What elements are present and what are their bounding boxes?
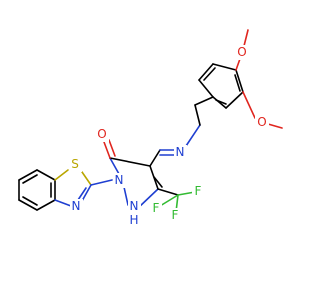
bond	[36, 169, 56, 181]
double-bond-inner	[22, 174, 38, 184]
bond	[198, 79, 214, 98]
bond-n2-c3	[137, 188, 159, 209]
bond-c-o-inner	[108, 139, 116, 157]
label-background	[128, 200, 141, 214]
bond-n-ch2	[185, 124, 201, 147]
imine-nitrogen-atom: N	[176, 145, 185, 159]
label-background	[69, 157, 82, 172]
bond-c-f	[159, 194, 179, 207]
label-background	[113, 173, 126, 188]
methoxy-oxygen-top-atom: O	[237, 45, 246, 59]
atom-labels: S N N N H O N O O F F F	[69, 45, 269, 228]
sulfur-atom: S	[71, 157, 79, 171]
bond-o-ch3	[267, 123, 283, 129]
double-bond-inner	[215, 99, 227, 105]
double-bond-inner	[203, 67, 216, 81]
fluorine-atom: F	[195, 184, 202, 198]
bond	[225, 91, 244, 109]
label-background	[70, 199, 83, 214]
methoxy-oxygen-right-atom: O	[257, 115, 266, 129]
thiazole-ring	[54, 169, 92, 207]
bond	[212, 63, 237, 71]
label-background	[192, 184, 204, 199]
benzene-ring-benzothiazole	[18, 169, 56, 211]
label-background	[169, 208, 181, 223]
carbonyl	[103, 139, 116, 159]
bond-o-ch3	[243, 29, 249, 47]
bond-c-n-double-inner	[77, 187, 87, 201]
bond-ch2-aryl	[194, 96, 214, 106]
bond-ch2-ch2	[194, 104, 201, 126]
bond-n1-n2	[123, 186, 129, 206]
pyrazole-n1-atom: N	[115, 173, 124, 187]
bond-s-c	[81, 171, 92, 186]
bond	[36, 199, 56, 211]
dimethoxyphenyl-ring	[198, 63, 244, 109]
label-background	[255, 115, 269, 130]
bond	[18, 199, 38, 211]
bond-n-c	[54, 199, 72, 207]
pyrazolone-ring	[90, 157, 163, 209]
bond-c-cf3	[157, 188, 179, 196]
label-background	[95, 127, 109, 142]
methoxy-right	[242, 91, 283, 129]
label-background	[128, 214, 141, 228]
bond-c3-c4-inner	[153, 176, 163, 188]
imine-linker	[149, 149, 175, 167]
bond-c4-c5	[109, 157, 151, 167]
bond	[198, 63, 214, 81]
pyrazole-h-atom: H	[129, 213, 138, 227]
ethyl-linker	[185, 96, 214, 147]
bond	[18, 169, 38, 181]
bond	[212, 96, 227, 109]
bond-c-s	[54, 169, 69, 181]
double-bond-inner	[234, 74, 241, 92]
bond-c-n1	[90, 179, 113, 186]
fluorine-atom: F	[172, 208, 179, 222]
label-background	[150, 201, 162, 216]
carbonyl-oxygen-atom: O	[97, 127, 106, 141]
bond-c4-ch	[149, 149, 161, 167]
bond	[235, 69, 244, 93]
double-bond-inner	[22, 196, 38, 206]
bond-c-n-double	[81, 184, 92, 202]
bond-c-o	[242, 91, 256, 119]
bond-n1-c5	[109, 157, 120, 175]
molecule-structure: S N N N H O N O O F F F	[18, 29, 283, 228]
label-background	[174, 145, 187, 160]
bond-c-o	[103, 141, 111, 159]
pyrazole-nh-atom: N	[130, 199, 139, 213]
fluorine-atom: F	[153, 201, 160, 215]
thiazole-nitrogen-atom: N	[72, 199, 81, 213]
label-background	[235, 45, 249, 60]
